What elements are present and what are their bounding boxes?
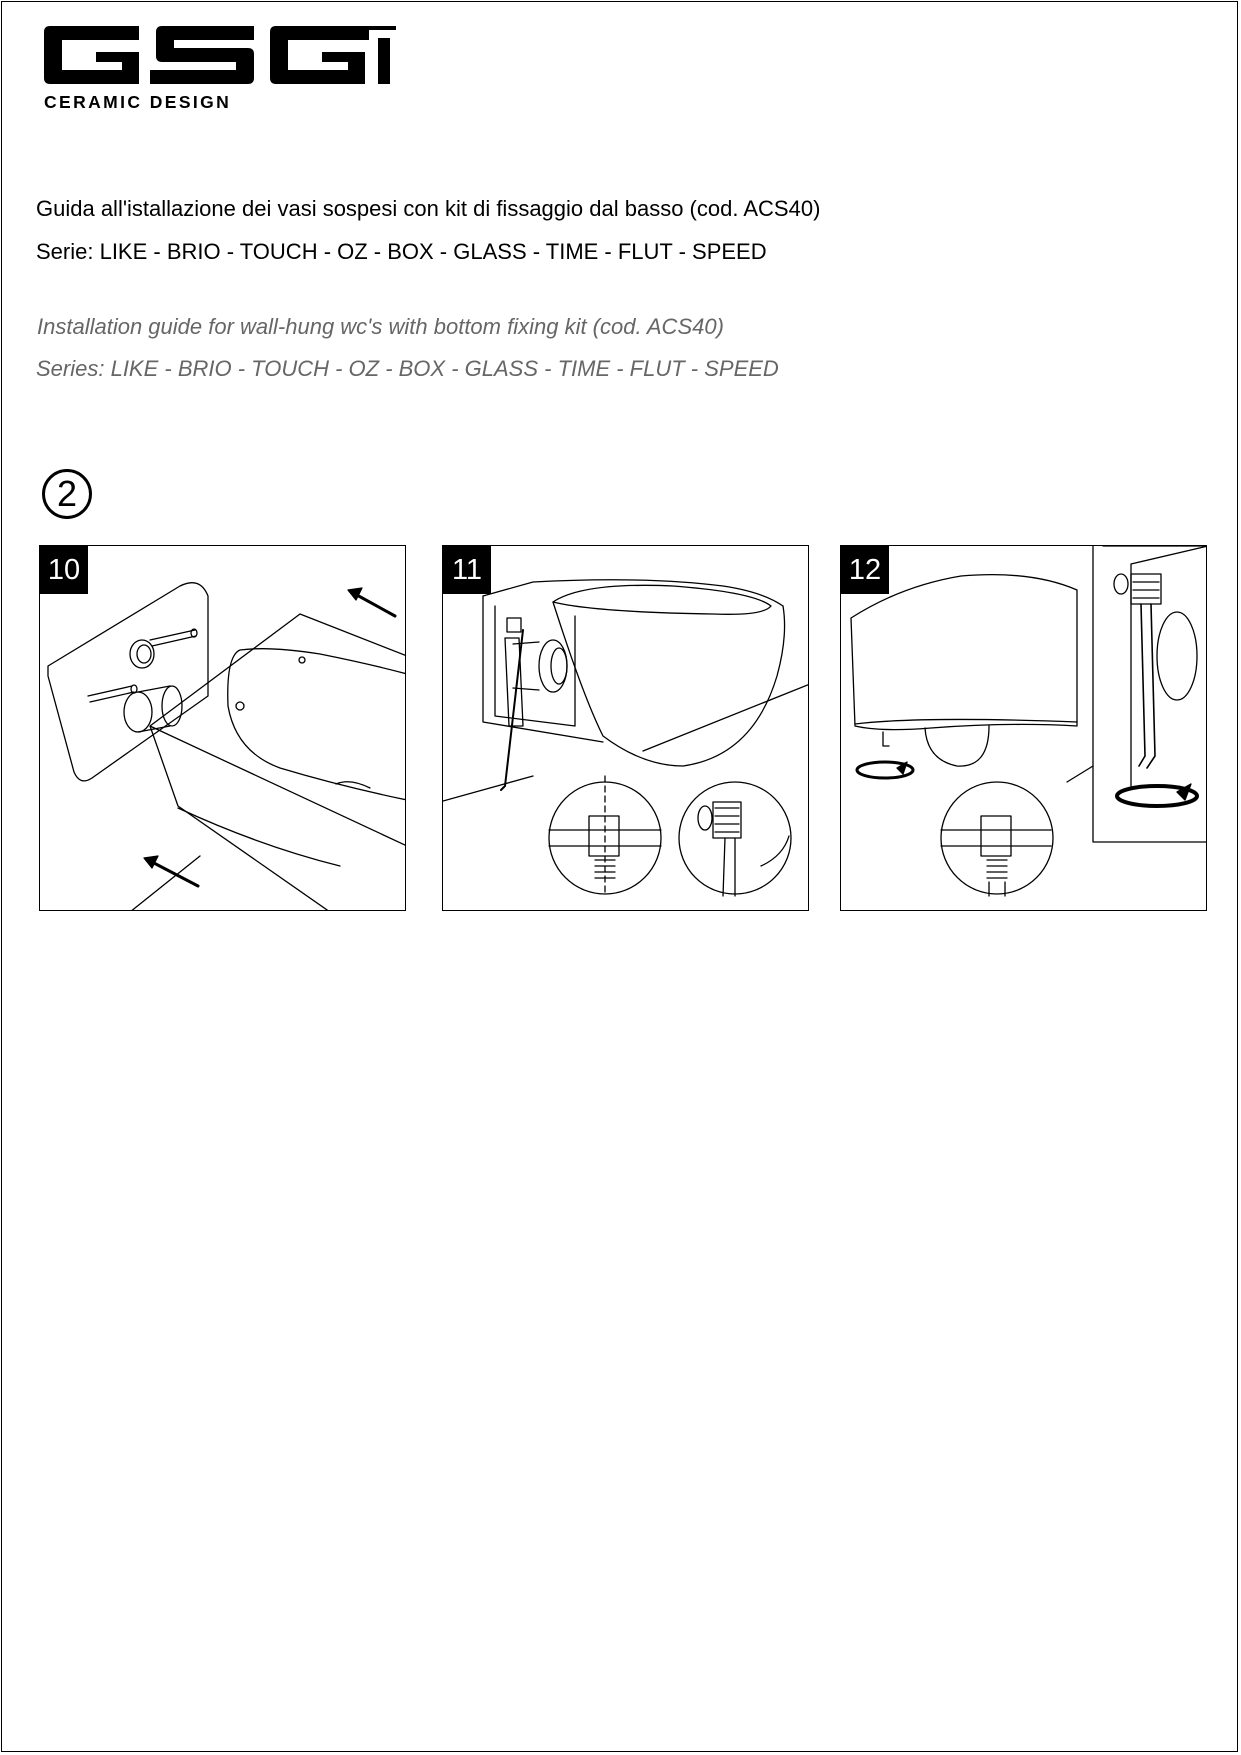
wc-bottom-fix-illustration-icon — [850, 546, 1206, 897]
gsg-logo-icon — [44, 26, 396, 84]
english-title: Installation guide for wall-hung wc's wi… — [37, 314, 724, 339]
panel-number: 10 — [40, 546, 88, 594]
logo-tagline: CERAMIC DESIGN — [44, 92, 232, 112]
step-number-badge: 2 — [42, 469, 92, 519]
english-series: Series: LIKE - BRIO - TOUCH - OZ - BOX -… — [36, 356, 779, 381]
step-panel-11: 11 — [442, 545, 809, 911]
brand-logo: CERAMIC DESIGN — [44, 26, 396, 112]
step-panel-12: 12 — [840, 545, 1207, 911]
italian-series: Serie: LIKE - BRIO - TOUCH - OZ - BOX - … — [36, 239, 767, 264]
italian-title: Guida all'istallazione dei vasi sospesi … — [36, 196, 821, 221]
wc-tighten-illustration-icon — [443, 579, 808, 897]
wc-mount-illustration-icon — [47, 582, 405, 910]
panel-number: 11 — [443, 546, 491, 594]
step-panel-10: 10 — [39, 545, 406, 911]
panel-number: 12 — [841, 546, 889, 594]
